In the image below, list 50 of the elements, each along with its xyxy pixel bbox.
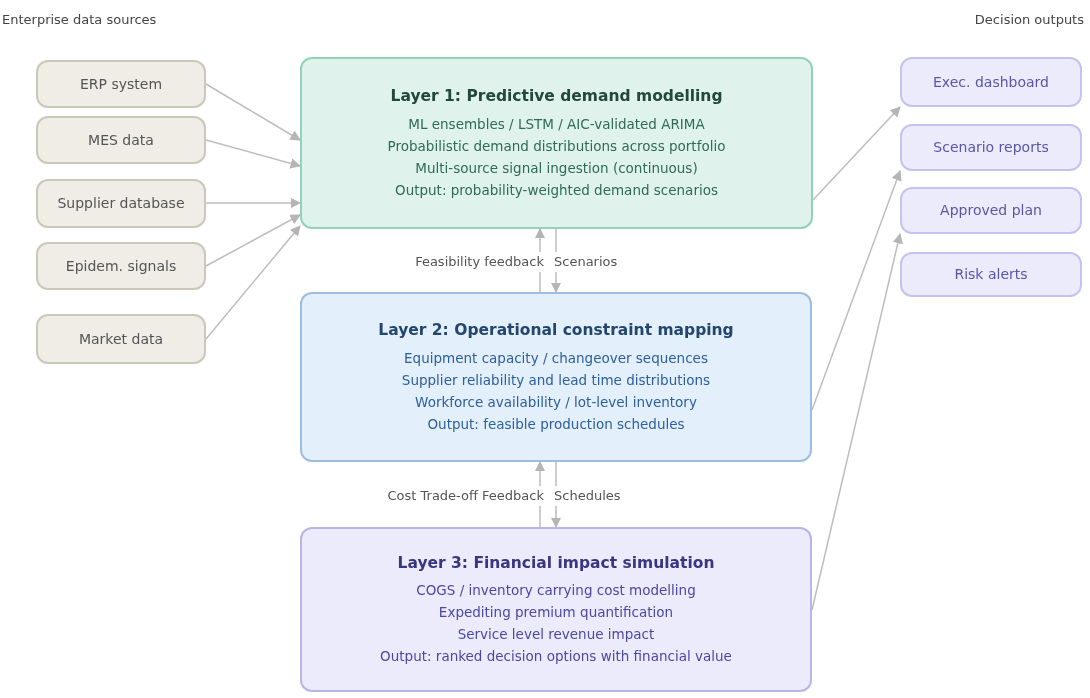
arrow	[812, 106, 901, 201]
output-box	[900, 57, 1082, 107]
layer-detail: Probabilistic demand distributions across portfolio	[387, 136, 726, 156]
layer-title: Layer 1: Predictive demand modelling	[390, 86, 723, 108]
layer-title: Layer 3: Financial impact simulation	[397, 552, 715, 574]
output-box	[900, 187, 1082, 234]
source-box	[36, 179, 206, 228]
box-label: Supplier database	[57, 194, 185, 213]
edge-label: Scenarios	[552, 252, 620, 272]
layer-detail: Service level revenue impact	[457, 625, 655, 645]
box-label: Exec. dashboard	[933, 72, 1049, 92]
layer-detail: Equipment capacity / changeover sequences	[404, 348, 708, 368]
source-box	[36, 242, 206, 290]
arrow	[205, 214, 301, 267]
source-box	[36, 60, 206, 108]
layer-title: Layer 2: Operational constraint mapping	[378, 320, 734, 342]
arrow	[205, 139, 301, 169]
box-label: MES data	[88, 130, 154, 150]
box-label: Risk alerts	[954, 265, 1028, 284]
layer-box	[300, 292, 812, 462]
arrow	[205, 83, 301, 141]
section-heading: Decision outputs	[974, 11, 1084, 29]
layer-box	[300, 57, 813, 229]
source-box	[36, 314, 206, 364]
arrow	[205, 197, 302, 209]
edge-label: Cost Trade-off Feedback	[385, 486, 546, 506]
output-box	[900, 124, 1082, 171]
output-box	[900, 252, 1082, 297]
section-heading: Enterprise data sources	[2, 11, 157, 29]
arrow	[811, 170, 902, 411]
box-label: Market data	[78, 329, 164, 349]
arrow	[205, 225, 301, 340]
box-label: Scenario reports	[933, 138, 1049, 157]
layer-detail: Expediting premium quantification	[438, 603, 674, 623]
box-label: Approved plan	[940, 201, 1042, 220]
edge-label: Schedules	[552, 486, 623, 506]
arrow	[811, 233, 903, 611]
box-label: Epidem. signals	[65, 256, 177, 276]
layer-detail: Output: feasible production schedules	[427, 414, 685, 434]
layer-detail: COGS / inventory carrying cost modelling	[416, 581, 696, 601]
box-label: ERP system	[79, 74, 163, 94]
layer-detail: Output: probability-weighted demand scenarios	[395, 180, 718, 200]
edge-label: Feasibility feedback	[413, 252, 546, 272]
layer-detail: Workforce availability / lot-level inventory	[415, 392, 697, 412]
layer-box	[300, 527, 812, 692]
layer-detail: Output: ranked decision options with financial value	[380, 647, 732, 667]
layer-detail: ML ensembles / LSTM / AIC-validated ARIMA	[408, 114, 705, 134]
layer-detail: Multi-source signal ingestion (continuous)	[415, 158, 698, 178]
layer-detail: Supplier reliability and lead time distributions	[401, 370, 711, 390]
source-box	[36, 116, 206, 164]
